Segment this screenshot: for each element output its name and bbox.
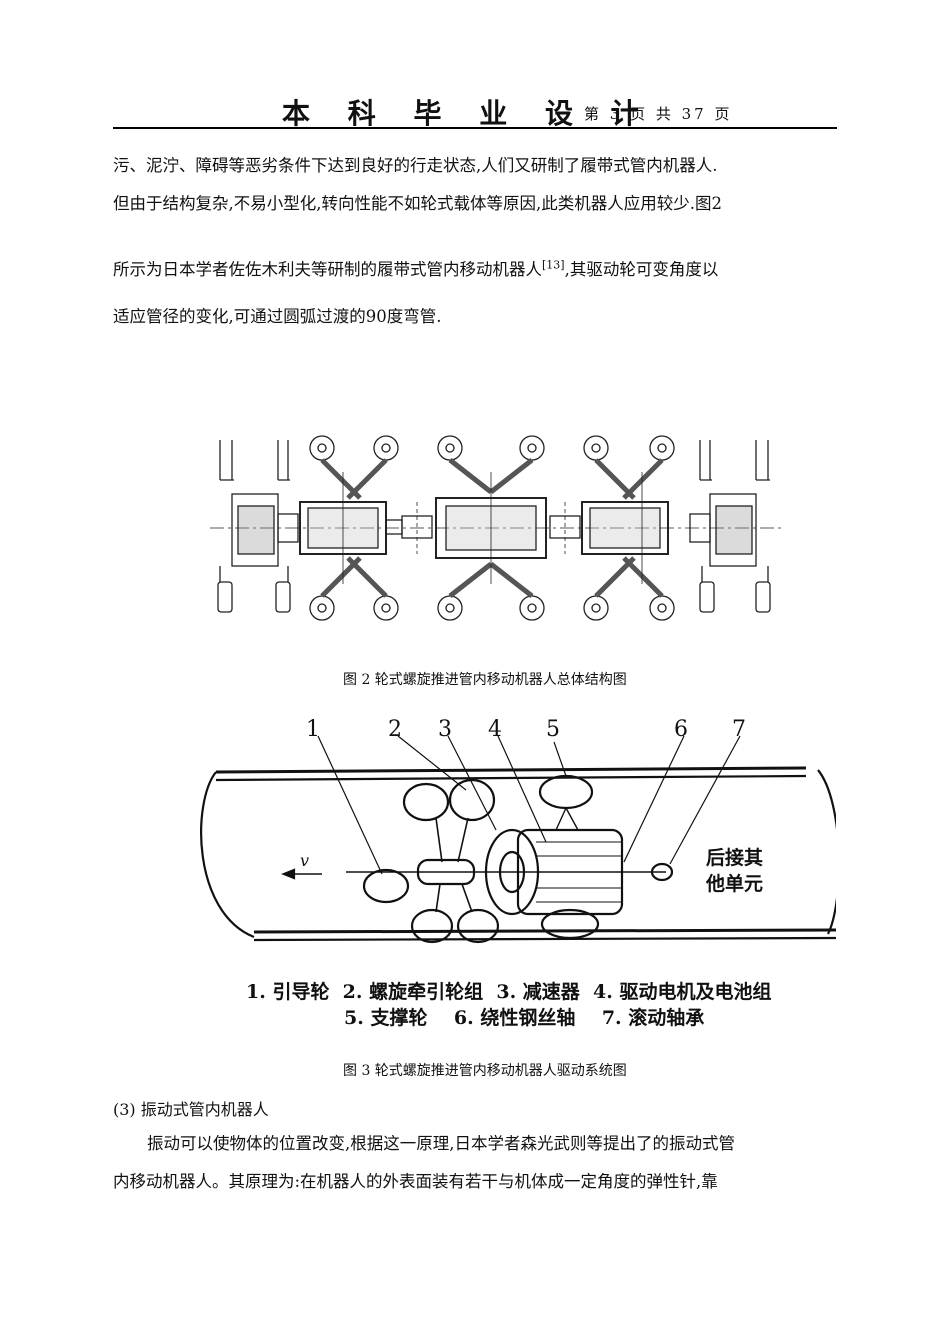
figure-3-caption: 图 3 轮式螺旋推进管内移动机器人驱动系统图 (343, 1063, 627, 1079)
fig3-label-1: 1 (306, 717, 320, 742)
citation-ref: [13] (542, 258, 565, 272)
body-line-2: 但由于结构复杂,不易小型化,转向性能不如轮式载体等原因,此类机器人应用较少.图2 (113, 194, 722, 213)
fig3-label-4: 4 (488, 717, 502, 742)
body-line-3: 所示为日本学者佐佐木利夫等研制的履带式管内移动机器人[13],其驱动轮可变角度以 (113, 256, 841, 280)
fig3-label-3: 3 (438, 717, 452, 742)
header-rule (113, 127, 837, 129)
page-header-title: 本 科 毕 业 设 计 (282, 97, 653, 130)
body-line-3-text: 所示为日本学者佐佐木利夫等研制的履带式管内移动机器人 (113, 260, 542, 279)
fig3-velocity: v (300, 851, 309, 870)
fig3-label-7: 7 (732, 717, 746, 742)
figure-3-drawing: 1 2 3 4 5 6 7 v 后接其 他单元 1. 引导轮 2. 螺旋牵引轮组… (200, 717, 836, 1029)
fig3-legend-row-1: 1. 引导轮 2. 螺旋牵引轮组 3. 减速器 4. 驱动电机及电池组 (246, 980, 772, 1003)
body-line-4: 适应管径的变化,可通过圆弧过渡的90度弯管. (113, 307, 442, 326)
page-number-info: 第 3 页 共 37 页 (584, 105, 733, 123)
figure-2-drawing (210, 435, 782, 621)
body-line-3-tail: ,其驱动轮可变角度以 (564, 260, 719, 279)
section-3-line-2: 内移动机器人。其原理为:在机器人的外表面装有若干与机体成一定角度的弹性针,靠 (113, 1172, 718, 1191)
fig3-label-6: 6 (674, 717, 688, 742)
section-3-line-1: 振动可以使物体的位置改变,根据这一原理,日本学者森光武则等提出了的振动式管 (147, 1134, 735, 1153)
fig3-legend-row-2: 5. 支撑轮 6. 绕性钢丝轴 7. 滚动轴承 (344, 1006, 704, 1029)
fig3-side-text-1: 后接其 (706, 847, 763, 869)
section-3-heading: (3) 振动式管内机器人 (113, 1100, 269, 1119)
body-line-1: 污、泥泞、障碍等恶劣条件下达到良好的行走状态,人们又研制了履带式管内机器人. (113, 156, 718, 175)
fig3-side-text-2: 他单元 (705, 872, 763, 895)
fig3-label-2: 2 (388, 717, 402, 742)
figure-2-caption: 图 2 轮式螺旋推进管内移动机器人总体结构图 (343, 672, 627, 688)
fig3-label-5: 5 (546, 717, 560, 742)
